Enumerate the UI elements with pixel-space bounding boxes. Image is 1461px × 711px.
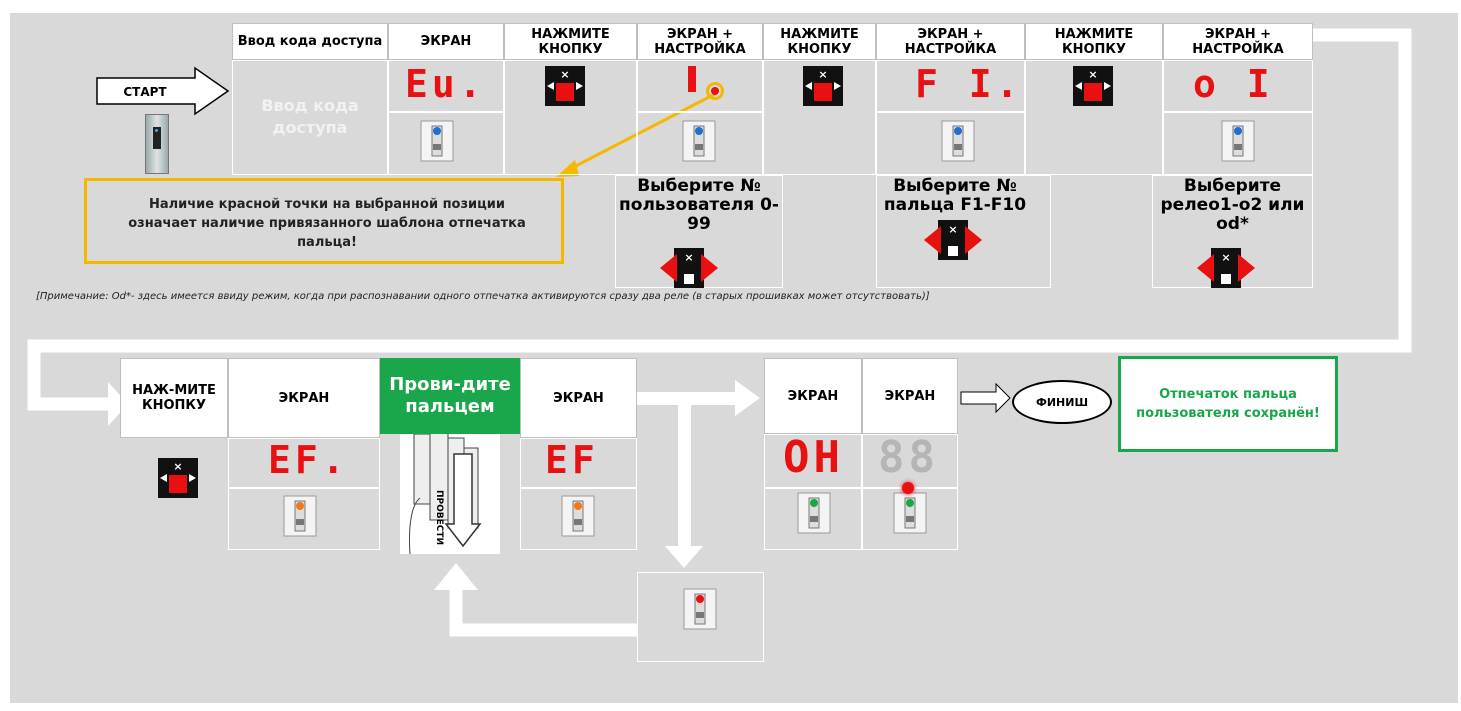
reader-cell-2: [637, 112, 763, 175]
reader-icon: [1221, 120, 1255, 162]
red-reader-cell: [637, 572, 764, 662]
header-screen-b2: ЭКРАН: [520, 358, 637, 438]
red-led-icon: [902, 482, 914, 494]
button-pad-icon: ×: [1073, 66, 1113, 106]
red-dot-note-text: Наличие красной точки на выбранной позиц…: [128, 197, 526, 250]
header-screen-setting-3: ЭКРАН + НАСТРОЙКА: [1163, 23, 1313, 60]
reader-icon: [420, 120, 454, 162]
svg-text:×: ×: [818, 68, 827, 81]
note-pointer-icon: [567, 92, 716, 172]
start-arrow-icon[interactable]: СТАРТ: [95, 66, 235, 116]
press-cell-3: [1025, 60, 1163, 175]
finish-ellipse[interactable]: ФИНИШ: [1012, 380, 1112, 424]
screen-cell-3: [876, 60, 1025, 112]
svg-text:×: ×: [560, 68, 569, 81]
header-press-2: НАЖМИТЕ КНОПКУ: [763, 23, 876, 60]
swipe-arrow-text: ПРОВЕСТИ: [434, 490, 444, 546]
header-code-entry: Ввод кода доступа: [232, 23, 388, 60]
press-cell-2: [763, 60, 876, 175]
select-finger-box: [876, 175, 1051, 288]
display-eu: Eu.: [405, 62, 486, 106]
b-screen-cell-1: [228, 438, 380, 488]
display-f1: F I.: [915, 62, 1023, 106]
saved-message-box: Отпечаток пальца пользователя сохранён!: [1118, 356, 1338, 452]
note-pointer-icon: [556, 160, 579, 177]
press-cell-1: [504, 60, 637, 175]
header-screen-b3: ЭКРАН: [764, 358, 862, 434]
display-ef-dot: EF.: [268, 438, 349, 482]
svg-text:СТАРТ: СТАРТ: [123, 85, 167, 99]
display-ef: EF: [545, 438, 599, 482]
saved-message-text: Отпечаток пальца пользователя сохранён!: [1136, 387, 1320, 421]
screen-cell-1: [388, 60, 504, 112]
reader-icon: [941, 120, 975, 162]
display-o1: o I: [1193, 62, 1274, 106]
header-press-bottom: НАЖ-МИТЕ КНОПКУ: [120, 358, 228, 438]
finger-swipe-icon: ПРОВЕСТИ: [400, 429, 500, 555]
left-right-button-icon: ×: [924, 220, 982, 260]
b-screen-cell-2: [520, 438, 637, 488]
b-reader-cell-2: [520, 488, 637, 550]
code-entry-faded-text: Ввод кода доступа: [261, 96, 359, 137]
svg-text:×: ×: [684, 251, 693, 264]
to-finish-arrow-icon: [960, 382, 1011, 414]
header-screen-b1: ЭКРАН: [228, 358, 380, 438]
reader-icon: [683, 588, 717, 630]
svg-text:×: ×: [948, 223, 957, 236]
reader-cell-3: [876, 112, 1025, 175]
b-reader-cell-1: [228, 488, 380, 550]
svg-text:×: ×: [173, 460, 182, 473]
svg-text:×: ×: [1088, 68, 1097, 81]
reader-icon: [797, 492, 831, 534]
reader-icon: [283, 495, 317, 537]
reader-cell-4: [1163, 112, 1313, 175]
red-dot-highlight-icon: [706, 82, 724, 100]
flow-arrow-icon: [434, 563, 478, 590]
display-88: 88: [878, 432, 939, 483]
flow-arrow-icon: [665, 546, 703, 568]
left-right-button-icon: ×: [1197, 248, 1255, 288]
left-right-button-icon: ×: [660, 248, 718, 288]
header-screen-1: ЭКРАН: [388, 23, 504, 60]
reader-cell-1: [388, 112, 504, 175]
b-screen-cell-3: [764, 434, 862, 488]
footnote-text: [Примечание: Od*- здесь имеется ввиду ре…: [36, 291, 930, 302]
header-screen-setting-2: ЭКРАН + НАСТРОЙКА: [876, 23, 1025, 60]
header-screen-b4: ЭКРАН: [862, 358, 958, 434]
svg-text:×: ×: [1221, 251, 1230, 264]
button-pad-icon: ×: [158, 458, 198, 498]
red-dot-note-box: Наличие красной точки на выбранной позиц…: [84, 178, 564, 264]
flow-arrow-icon: [108, 382, 128, 426]
reader-icon: [893, 492, 927, 534]
screen-cell-4: [1163, 60, 1313, 112]
select-user-text: Выберите № пользователя 0-99: [619, 176, 779, 234]
device-icon: [145, 114, 169, 174]
header-press-3: НАЖМИТЕ КНОПКУ: [1025, 23, 1163, 60]
button-pad-icon: ×: [545, 66, 585, 106]
select-finger-text: Выберите № пальца F1-F10: [883, 176, 1027, 215]
code-entry-cell: [232, 60, 388, 175]
reader-icon: [682, 120, 716, 162]
flow-arrow-icon: [449, 588, 637, 637]
button-pad-icon: ×: [803, 66, 843, 106]
display-oh: OH: [783, 432, 844, 483]
screen-cell-2: [637, 60, 763, 112]
flow-arrow-icon: [735, 380, 760, 416]
header-screen-setting-1: ЭКРАН + НАСТРОЙКА: [637, 23, 763, 60]
reader-icon: [561, 495, 595, 537]
display-seg-bar: [688, 66, 696, 92]
b-reader-cell-3: [764, 488, 862, 550]
flow-arrow-icon: [678, 398, 691, 548]
select-relay-text: Выберите релео1-о2 или od*: [1160, 176, 1305, 234]
flow-arrow-icon: [27, 28, 1412, 411]
header-press-1: НАЖМИТЕ КНОПКУ: [504, 23, 637, 60]
header-swipe: Прови-дите пальцем: [380, 358, 520, 434]
